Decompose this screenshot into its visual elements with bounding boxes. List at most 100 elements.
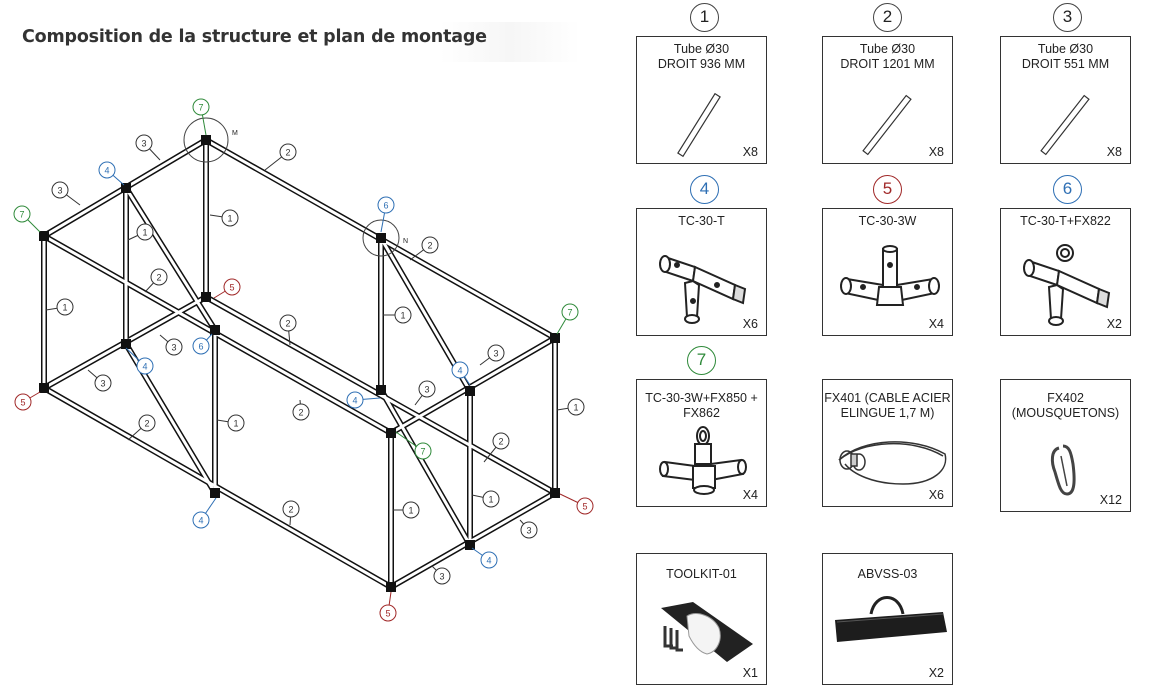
callout-circle <box>221 209 239 227</box>
callout-number: 2 <box>298 408 303 418</box>
badge-part-1: 1 <box>690 3 719 32</box>
badge-part-7: 7 <box>687 346 716 375</box>
badge-part-2: 2 <box>873 3 902 32</box>
callout-circle <box>576 497 594 515</box>
callout-number: 2 <box>156 273 161 283</box>
callout-circle <box>421 236 439 254</box>
callout-circle <box>192 98 210 116</box>
callout-number: 1 <box>400 311 405 321</box>
part-qty: X6 <box>742 317 758 331</box>
part-name: Tube Ø30 DROIT 551 MM <box>1021 42 1110 71</box>
callout-number: 1 <box>573 403 578 413</box>
part-name: TC-30-3W+FX850 + FX862 <box>645 391 758 420</box>
callout-number: 2 <box>285 148 290 158</box>
callout-circle <box>377 196 395 214</box>
part-card-tc-30-3w-fx850: TC-30-3W+FX850 + FX862 X4 <box>636 379 767 507</box>
callout-circle <box>561 303 579 321</box>
callout-number: 7 <box>19 210 24 220</box>
part-name: FX402 (MOUSQUETONS) <box>1011 391 1120 420</box>
frame-tubes <box>41 137 558 590</box>
part-card-tc-30-t: TC-30-T X6 <box>636 208 767 336</box>
frame-tube-core <box>42 386 393 589</box>
callout-number: 2 <box>498 437 503 447</box>
callout-circle <box>51 181 69 199</box>
badge-part-3: 3 <box>1053 3 1082 32</box>
callout-circle <box>567 398 585 416</box>
callout-number: 5 <box>229 283 234 293</box>
callout-circle <box>136 223 154 241</box>
part-qty: X8 <box>1106 145 1122 159</box>
callout-number: 5 <box>20 398 25 408</box>
joint-connector <box>465 540 475 550</box>
callout-number: 6 <box>198 342 203 352</box>
assembly-diagram: 7777444444665555111111112222222233333333… <box>13 98 594 622</box>
joint-connector <box>386 428 396 438</box>
callout-number: 1 <box>408 506 413 516</box>
callout-number: 4 <box>104 166 109 176</box>
callout-circle <box>13 205 31 223</box>
callout-circle <box>150 268 168 286</box>
part-card-carry-bag: ABVSS-03 X2 <box>822 553 953 685</box>
callout-number: 4 <box>486 556 491 566</box>
callout-number: 3 <box>526 526 531 536</box>
callout-number: 3 <box>439 572 444 582</box>
detail-circle <box>362 219 400 257</box>
callout-circle <box>414 442 432 460</box>
callout-number: 4 <box>142 362 147 372</box>
callout-number: 3 <box>57 186 62 196</box>
callout-circle <box>379 604 397 622</box>
callout-number: 5 <box>582 502 587 512</box>
three-way-connector-ring-icon <box>659 426 747 495</box>
callout-circle <box>279 314 297 332</box>
part-qty: X4 <box>742 488 758 502</box>
part-card-tube-936: Tube Ø30 DROIT 936 MM X8 <box>636 36 767 164</box>
part-qty: X8 <box>742 145 758 159</box>
badge-part-6: 6 <box>1053 175 1082 204</box>
part-card-fx402-carabiner: FX402 (MOUSQUETONS) X12 <box>1000 379 1131 512</box>
part-qty: X12 <box>1099 493 1122 507</box>
callout-number: 5 <box>385 609 390 619</box>
callout-circle <box>98 161 116 179</box>
t-connector-ring-icon <box>1023 244 1111 326</box>
callout-circle <box>492 432 510 450</box>
callout-circle <box>223 278 241 296</box>
straight-tube-icon <box>862 94 912 156</box>
joint-connector <box>210 325 220 335</box>
part-name: FX401 (CABLE ACIER ELINGUE 1,7 M) <box>824 391 951 420</box>
callout-circle <box>482 490 500 508</box>
part-qty: X8 <box>928 145 944 159</box>
part-name: TC-30-T <box>678 214 725 228</box>
joint-connector <box>201 135 211 145</box>
part-card-fx401-cable: FX401 (CABLE ACIER ELINGUE 1,7 M) X6 <box>822 379 953 507</box>
callout-circle <box>227 414 245 432</box>
joint-connector <box>376 233 386 243</box>
joint-connector <box>210 488 220 498</box>
part-qty: X1 <box>742 666 758 680</box>
callout-number: 4 <box>198 516 203 526</box>
callout-circle <box>346 391 364 409</box>
callout-circle <box>433 567 451 585</box>
callout-circle <box>418 380 436 398</box>
joint-connector <box>386 582 396 592</box>
joint-connector <box>550 333 560 343</box>
joint-connector <box>39 231 49 241</box>
callout-number: 3 <box>100 379 105 389</box>
joints <box>39 135 560 592</box>
part-name: TC-30-T+FX822 <box>1020 214 1111 228</box>
carry-bag-icon <box>835 596 947 642</box>
part-name: ABVSS-03 <box>857 567 918 581</box>
detail-letter: M <box>232 130 238 137</box>
steel-cable-icon <box>838 441 947 485</box>
three-way-connector-icon <box>840 245 940 306</box>
detail-letter: N <box>403 238 408 245</box>
title-shade <box>440 22 580 62</box>
callout-number: 7 <box>198 103 203 113</box>
joint-connector <box>465 386 475 396</box>
callout-number: 1 <box>142 228 147 238</box>
callout-number: 3 <box>141 139 146 149</box>
joint-connector <box>550 488 560 498</box>
callout-circle <box>279 143 297 161</box>
callout-number: 1 <box>62 303 67 313</box>
callout-number: 3 <box>493 349 498 359</box>
page-title: Composition de la structure et plan de m… <box>22 27 487 47</box>
